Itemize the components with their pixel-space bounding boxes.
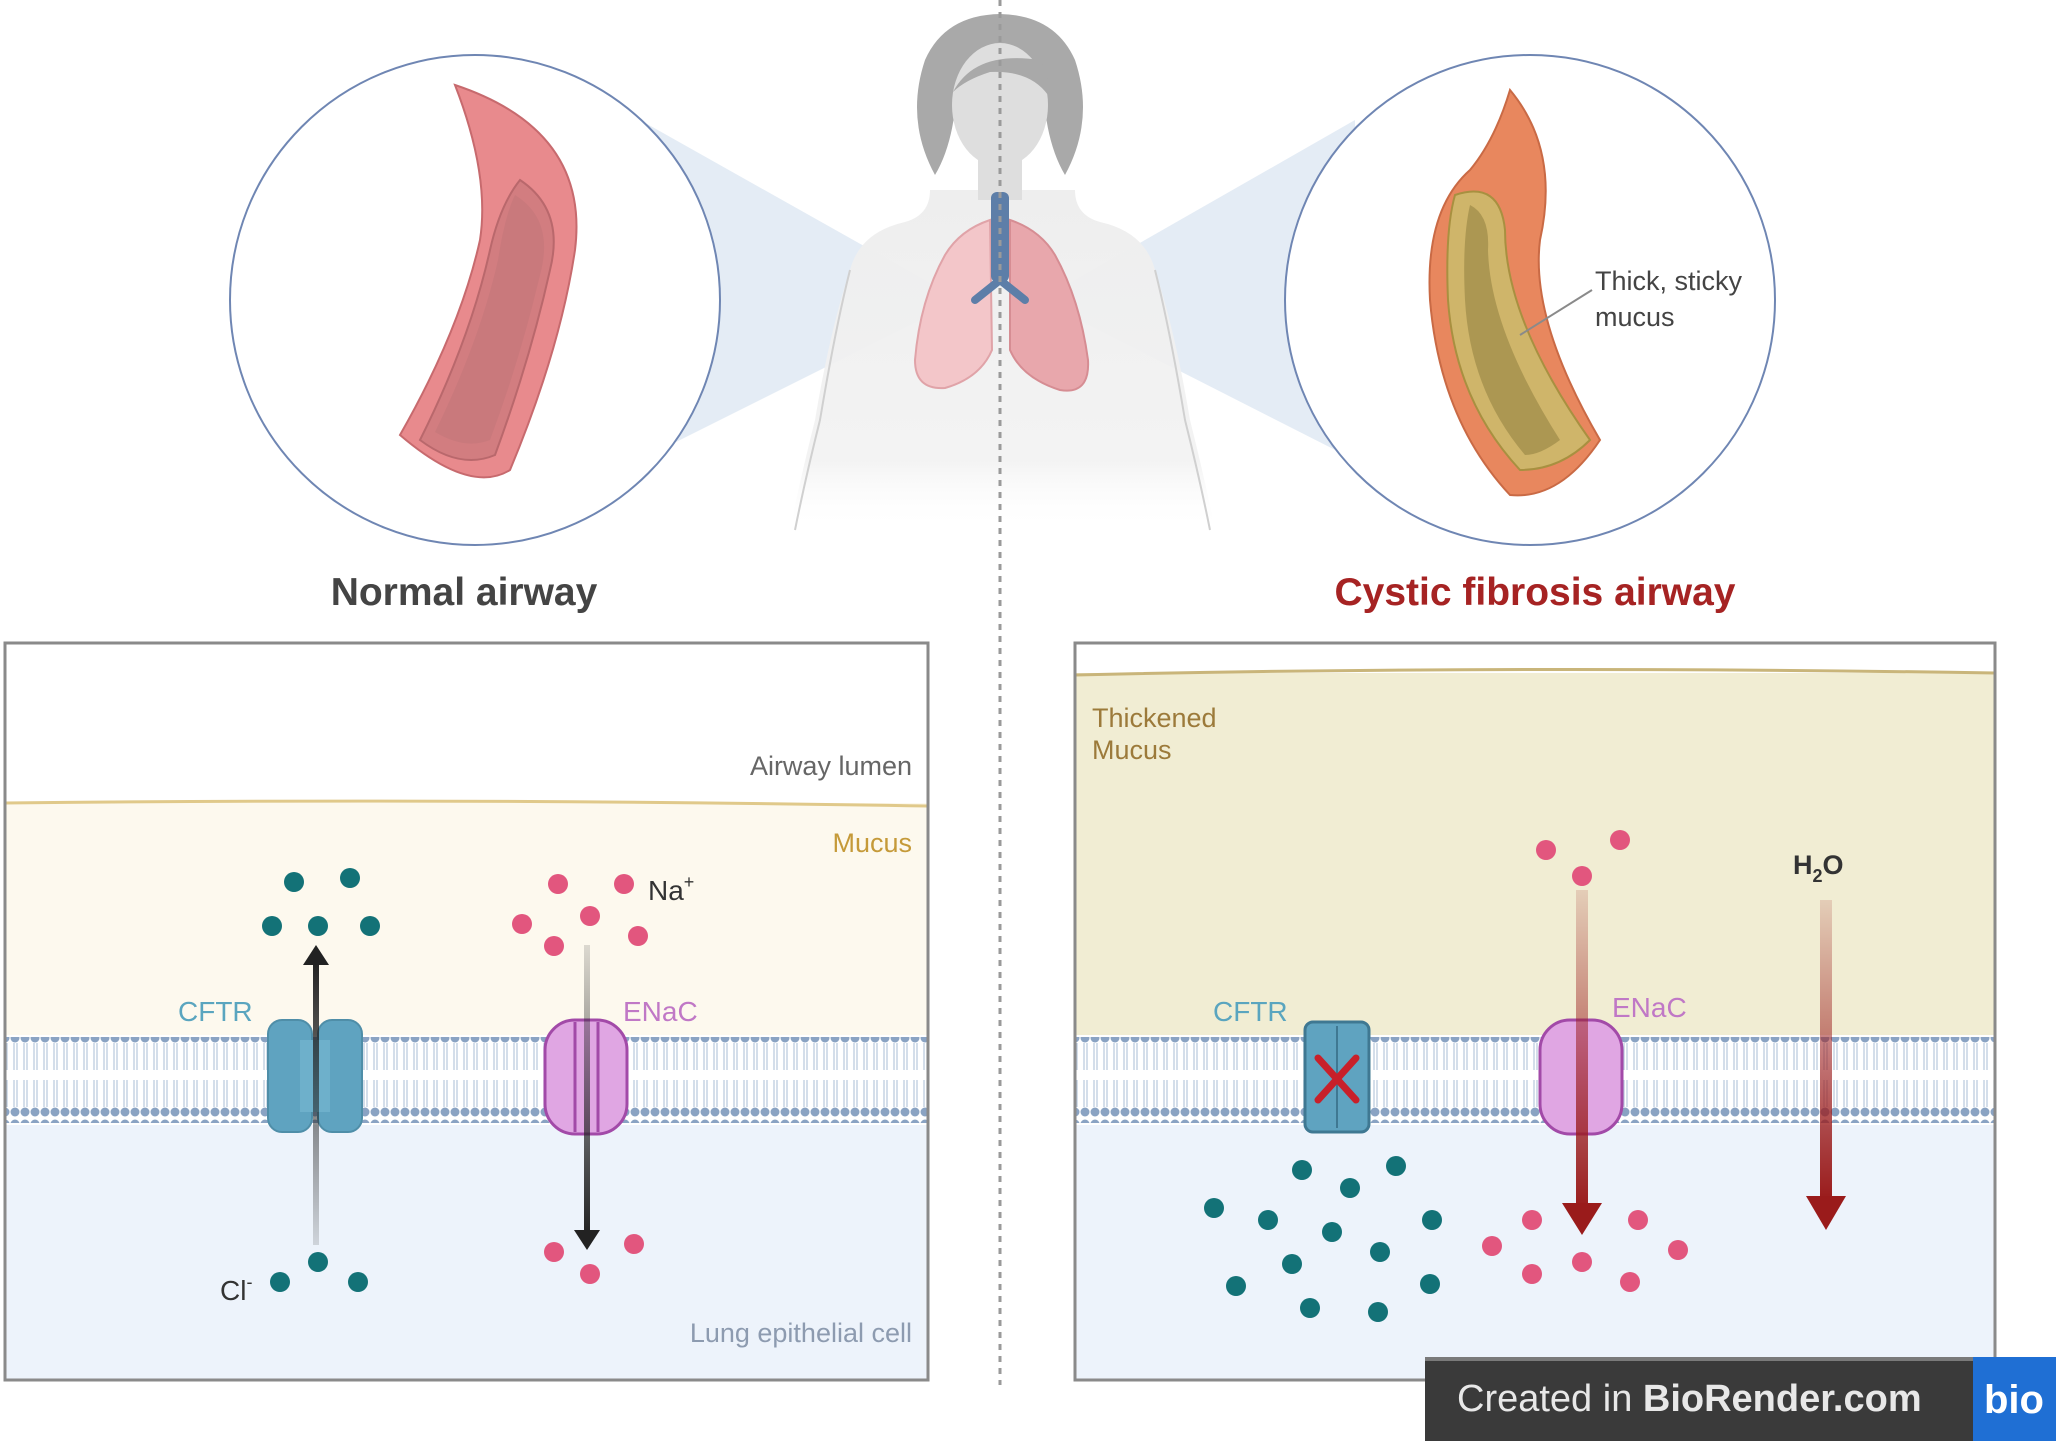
svg-text:Created in BioRender.com: Created in BioRender.com <box>1457 1378 1922 1420</box>
chloride-ions-bottom <box>270 1252 368 1292</box>
membrane-bilayer <box>5 1037 928 1123</box>
sodium-label: Na+ <box>648 872 694 906</box>
watermark-brand: BioRender.com <box>1643 1378 1922 1420</box>
sodium-ions-mucus <box>1536 830 1630 886</box>
thickened-mucus-label-1: Thickened <box>1092 703 1217 733</box>
biorender-badge: bio <box>1984 1378 2044 1422</box>
watermark-prefix: Created in <box>1457 1378 1643 1420</box>
cftr-label-left: CFTR <box>178 996 253 1027</box>
sodium-ions-top <box>512 874 648 956</box>
normal-airway-magnified <box>229 54 721 546</box>
sticky-mucus-label-2: mucus <box>1595 302 1675 332</box>
normal-airway-title: Normal airway <box>331 571 598 614</box>
cf-airway-panel: Thickened Mucus CFTR ENaC H2O <box>1073 641 1997 1382</box>
cf-airway-title: Cystic fibrosis airway <box>1334 571 1735 614</box>
normal-airway-panel: Airway lumen Mucus Lung epithelial cell … <box>3 641 930 1382</box>
chloride-ions-trapped <box>1204 1156 1442 1322</box>
thickened-mucus-label-2: Mucus <box>1092 735 1172 765</box>
enac-label-left: ENaC <box>623 996 698 1027</box>
sticky-mucus-label-1: Thick, sticky <box>1595 266 1743 296</box>
trachea <box>991 192 1009 282</box>
sodium-ions-bottom <box>544 1234 644 1284</box>
cftr-label-right: CFTR <box>1213 996 1288 1027</box>
sodium-ions-cell <box>1482 1210 1688 1292</box>
cftr-channel-left <box>267 1019 363 1133</box>
left-lung <box>913 218 994 390</box>
cf-airway-magnified: Thick, sticky mucus <box>1284 54 1776 546</box>
right-lung <box>1009 218 1090 392</box>
chloride-label: Cl- <box>220 1272 252 1306</box>
airway-lumen-label: Airway lumen <box>750 751 912 781</box>
enac-label-right: ENaC <box>1612 992 1687 1023</box>
biorender-watermark: Created in BioRender.com bio <box>1425 1357 2056 1441</box>
human-torso <box>640 14 1355 531</box>
cftr-channel-blocked <box>1303 1020 1371 1134</box>
lung-cell-label: Lung epithelial cell <box>690 1318 912 1348</box>
water-label: H2O <box>1793 850 1844 886</box>
mucus-label: Mucus <box>832 828 912 858</box>
chloride-ions-top <box>262 868 380 936</box>
